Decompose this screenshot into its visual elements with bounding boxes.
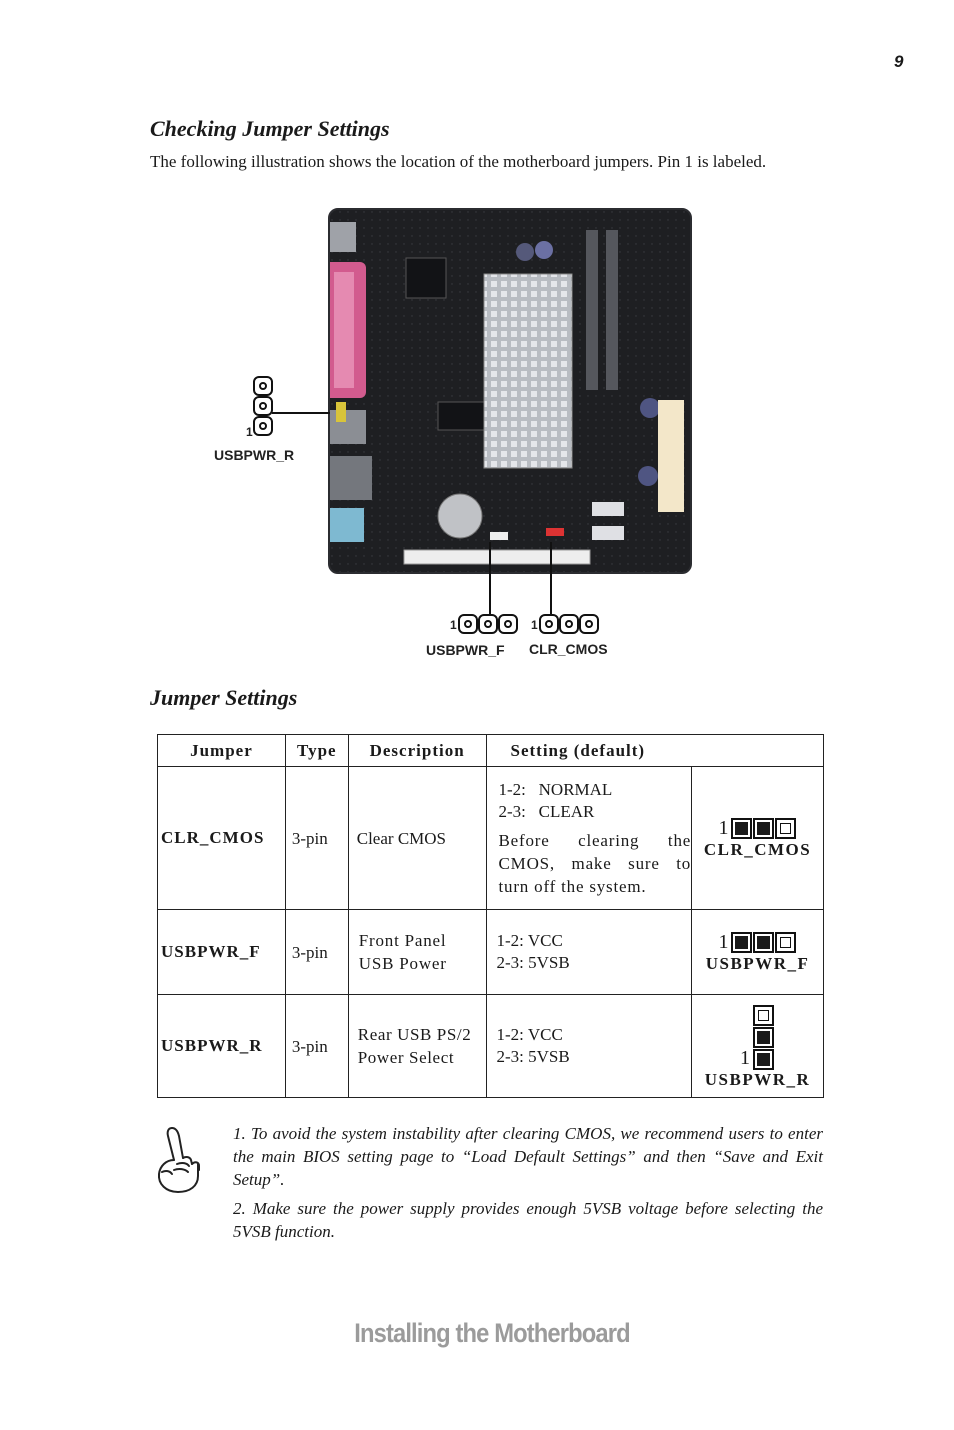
usbpwr-r-pin-1 xyxy=(253,416,273,436)
motherboard-figure: 1 USBPWR_R 1 USBPWR_F 1 CLR_CMOS xyxy=(0,0,954,680)
diagram-label: USBPWR_R xyxy=(704,1069,811,1089)
header-description: Description xyxy=(347,734,487,767)
jumper-setting: 1-2: VCC 2-3: 5VSB xyxy=(485,909,693,995)
ps2-port xyxy=(330,222,356,252)
jumper-setting: 1-2: VCC 2-3: 5VSB xyxy=(485,994,693,1098)
pin-closed xyxy=(753,1026,775,1048)
table-header-row: Jumper Type Description Setting (default… xyxy=(157,734,825,767)
table-row: USBPWR_F 3-pin Front Panel USB Power 1-2… xyxy=(157,909,824,995)
vertical-pin-diagram: 1 xyxy=(740,1004,775,1070)
jumper-settings-table: Jumper Type Description Setting (default… xyxy=(157,734,825,1098)
jumper-type: 3-pin xyxy=(284,909,349,995)
diagram-label: CLR_CMOS xyxy=(703,839,812,859)
horizontal-pin-diagram: 1 xyxy=(719,931,797,954)
setting-line: 2-3: CLEAR xyxy=(498,801,595,821)
usbpwr-r-pin-one-label: 1 xyxy=(246,425,253,439)
pin-one-marker: 1 xyxy=(718,816,729,839)
jumper-diagram-clr-cmos: 1 CLR_CMOS xyxy=(691,766,824,910)
heatsink xyxy=(483,273,573,469)
description-line: Power Select xyxy=(357,1048,455,1067)
usbpwr-r-figure-label: USBPWR_R xyxy=(214,447,295,463)
pin-closed xyxy=(752,817,774,839)
setting-line: 2-3: 5VSB xyxy=(496,953,570,972)
audio-port xyxy=(330,508,364,542)
table-row: USBPWR_R 3-pin Rear USB PS/2 Power Selec… xyxy=(157,994,824,1098)
description-line: Rear USB PS/2 xyxy=(357,1025,472,1044)
jumper-diagram-usbpwr-r: 1 USBPWR_R xyxy=(691,994,824,1098)
pin-open xyxy=(774,817,796,839)
note-item: 2. Make sure the power supply provides e… xyxy=(233,1199,823,1241)
lan-port xyxy=(330,456,372,500)
cmos-battery xyxy=(437,493,483,539)
usb-port xyxy=(330,410,366,444)
pin-open xyxy=(753,1004,775,1026)
usbpwr-f-pin-2 xyxy=(478,614,498,634)
motherboard-illustration xyxy=(330,210,690,572)
page-number: 9 xyxy=(894,52,904,71)
usbpwr-r-pin-2 xyxy=(253,396,273,416)
table-row: CLR_CMOS 3-pin Clear CMOS 1-2: NORMAL 2-… xyxy=(157,766,824,910)
pin-one-marker: 1 xyxy=(740,1046,751,1069)
parallel-port xyxy=(330,262,366,398)
clr-cmos-pin-2 xyxy=(559,614,579,634)
usbpwr-f-pin-1 xyxy=(458,614,478,634)
section-title-jumper-settings: Jumper Settings xyxy=(150,685,298,710)
header-setting: Setting (default) xyxy=(485,734,825,767)
section-title-checking-jumper-settings: Checking Jumper Settings xyxy=(150,116,390,141)
pin-open xyxy=(774,931,796,953)
header-jumper: Jumper xyxy=(157,734,286,767)
usbpwr-f-pin-one-label: 1 xyxy=(450,618,457,632)
pointing-hand-icon xyxy=(157,1127,200,1193)
setting-line: 1-2: VCC xyxy=(496,931,563,950)
horizontal-pin-diagram: 1 xyxy=(719,817,797,840)
jumper-description: Clear CMOS xyxy=(347,766,487,910)
jumper-name: CLR_CMOS xyxy=(157,766,286,910)
usbpwr-r-pin-3 xyxy=(253,376,273,396)
clr-cmos-figure-label: CLR_CMOS xyxy=(529,641,608,657)
usbpwr-f-pin-3 xyxy=(498,614,518,634)
atx-power-connector xyxy=(658,400,684,512)
description-line: USB Power xyxy=(358,954,447,973)
intro-paragraph: The following illustration shows the loc… xyxy=(150,152,767,171)
pin-closed xyxy=(730,931,752,953)
motherboard-image xyxy=(328,208,692,574)
usbpwr-f-figure-label: USBPWR_F xyxy=(426,642,505,658)
clr-cmos-pin-one-label: 1 xyxy=(531,618,538,632)
header-type: Type xyxy=(284,734,349,767)
pci-slot xyxy=(403,549,591,565)
pin-closed xyxy=(752,931,774,953)
usbpwr-f-leader-line xyxy=(489,542,491,614)
jumper-setting: 1-2: NORMAL 2-3: CLEAR Before clearing t… xyxy=(485,766,693,910)
chapter-footer: Installing the Motherboard xyxy=(354,1318,630,1348)
pin-one-marker: 1 xyxy=(718,930,729,953)
jumper-name: USBPWR_F xyxy=(157,909,286,995)
clr-cmos-pin-3 xyxy=(579,614,599,634)
pin-closed xyxy=(730,817,752,839)
chipset xyxy=(405,257,447,299)
setting-note: Before clearing the CMOS, make sure to t… xyxy=(498,830,692,896)
clr-cmos-pin-1 xyxy=(539,614,559,634)
jumper-name: USBPWR_R xyxy=(157,994,286,1098)
setting-line: 2-3: 5VSB xyxy=(496,1047,570,1066)
note-item: 1. To avoid the system instability after… xyxy=(233,1124,823,1189)
jumper-diagram-usbpwr-f: 1 USBPWR_F xyxy=(691,909,824,995)
jumper-type: 3-pin xyxy=(284,766,349,910)
pin-closed xyxy=(753,1048,775,1070)
clr-cmos-leader-line xyxy=(550,542,552,614)
jumper-description: Front Panel USB Power xyxy=(347,909,487,995)
setting-line: 1-2: VCC xyxy=(496,1025,563,1044)
jumper-description: Rear USB PS/2 Power Select xyxy=(347,994,487,1098)
setting-line: 1-2: NORMAL xyxy=(498,779,613,799)
diagram-label: USBPWR_F xyxy=(705,953,810,973)
description-line: Front Panel xyxy=(358,931,447,950)
usbpwr-r-leader-line xyxy=(272,412,330,414)
jumper-type: 3-pin xyxy=(284,994,349,1098)
notes-block: 1. To avoid the system instability after… xyxy=(233,1122,823,1249)
